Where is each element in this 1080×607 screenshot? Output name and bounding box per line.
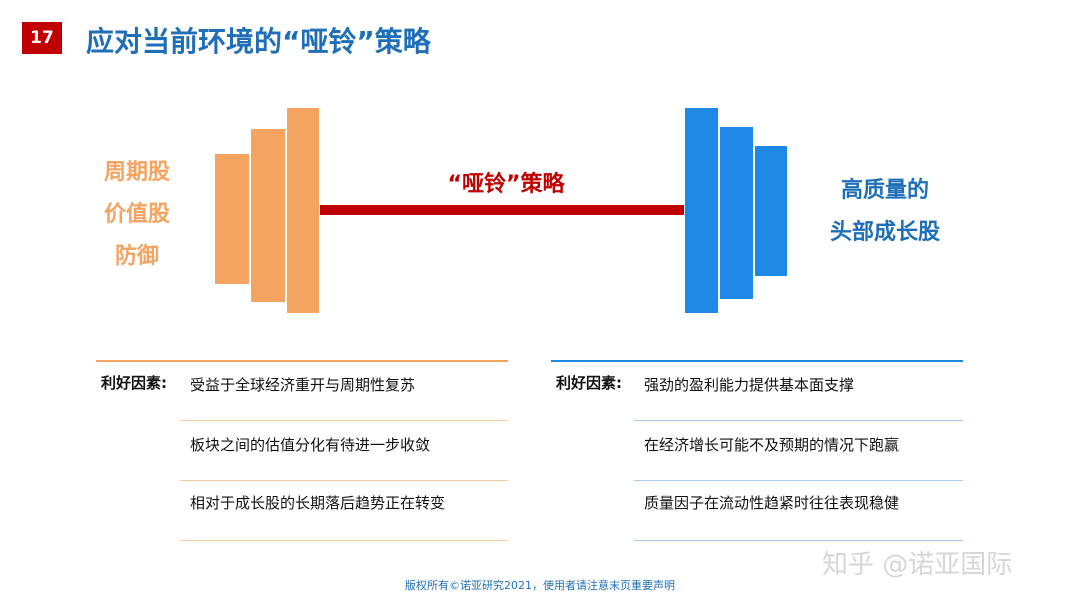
slide-number: 17	[30, 28, 54, 48]
left-row-divider	[180, 420, 508, 421]
left-factor-item: 相对于成长股的长期落后趋势正在转变	[190, 494, 446, 512]
right-row-divider	[634, 420, 963, 421]
left-factor-item: 板块之间的估值分化有待进一步收敛	[190, 436, 431, 454]
left-factor-item: 受益于全球经济重开与周期性复苏	[190, 376, 416, 394]
left-factor-label: 利好因素:	[101, 374, 167, 392]
right-row-divider	[634, 540, 963, 541]
left-plate-medium	[250, 128, 286, 303]
right-factor-item: 强劲的盈利能力提供基本面支撑	[644, 376, 855, 394]
right-factor-item: 在经济增长可能不及预期的情况下跑赢	[644, 436, 900, 454]
left-label-line: 防御	[114, 244, 159, 269]
right-factor-label: 利好因素:	[556, 374, 622, 392]
right-factor-item: 质量因子在流动性趋紧时往往表现稳健	[644, 494, 900, 512]
slide-number-badge: 17	[22, 22, 62, 54]
right-plate-large	[684, 107, 719, 314]
left-category-label: 周期股 价值股 防御	[96, 152, 178, 278]
right-plate-medium	[719, 126, 754, 300]
left-label-line: 周期股	[103, 160, 170, 185]
left-row-divider	[180, 540, 508, 541]
right-label-line: 高质量的	[840, 178, 929, 203]
right-panel-top-rule	[551, 360, 963, 362]
left-plate-large	[286, 107, 320, 314]
left-plate-small	[214, 153, 250, 285]
watermark: 知乎 @诺亚国际	[822, 550, 1013, 580]
left-label-line: 价值股	[103, 202, 170, 227]
dumbbell-bar	[320, 205, 684, 215]
right-plate-small	[754, 145, 788, 277]
right-label-line: 头部成长股	[829, 220, 940, 245]
right-category-label: 高质量的 头部成长股	[810, 170, 960, 254]
footer-copyright: 版权所有©诺亚研究2021，使用者请注意末页重要声明	[405, 579, 675, 592]
strategy-label: “哑铃”策略	[447, 172, 565, 197]
right-row-divider	[634, 480, 963, 481]
left-panel-top-rule	[96, 360, 508, 362]
left-row-divider	[180, 480, 508, 481]
slide-title: 应对当前环境的“哑铃”策略	[86, 25, 431, 58]
